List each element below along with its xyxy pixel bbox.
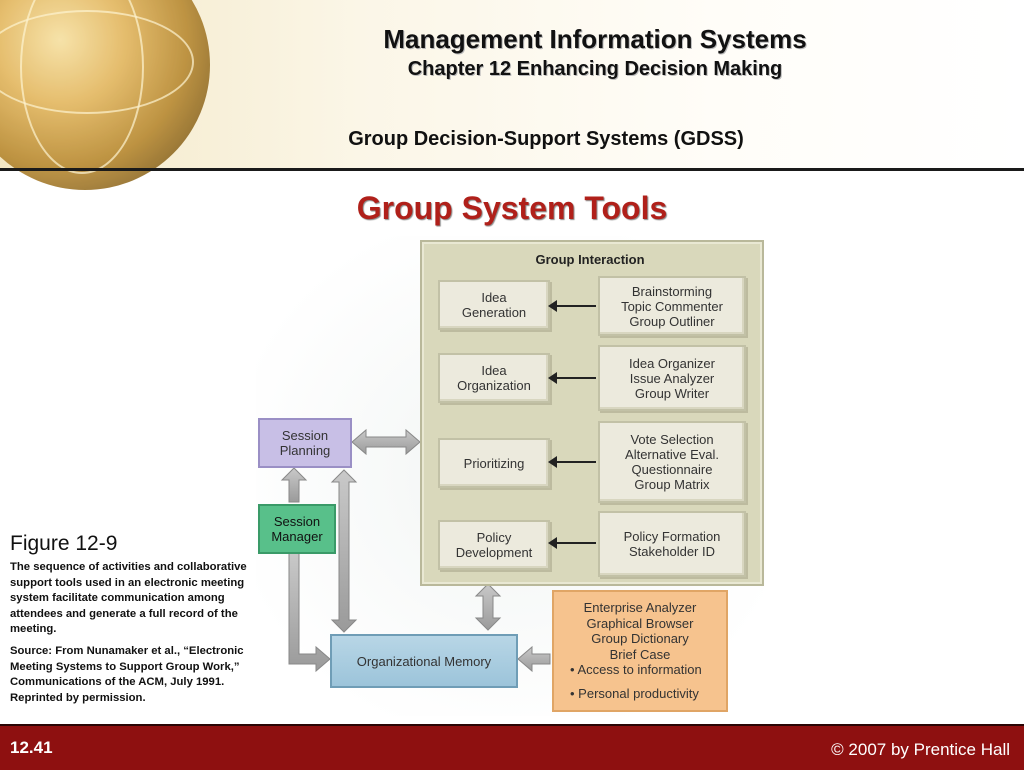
memory-bullet: • Personal productivity	[570, 685, 699, 701]
course-title: Management Information Systems	[383, 24, 807, 54]
tools-idea-generation: Brainstorming Topic Commenter Group Outl…	[598, 276, 746, 336]
slide-number: 12.41	[10, 738, 53, 757]
arrow-tools-memory	[517, 645, 551, 673]
memory-tool: Group Dictionary	[591, 631, 689, 646]
memory-bullet: • Access to information	[570, 662, 702, 677]
arrow-tools-to-prioritizing	[548, 456, 596, 468]
memory-tool: Graphical Browser	[586, 615, 694, 631]
arrow-tools-to-policy-development	[548, 537, 596, 549]
slide-title: Group System Tools	[356, 190, 668, 226]
session-planning-box: Session Planning	[258, 418, 352, 468]
elbow-arrow-manager-memory	[288, 551, 331, 673]
stage-idea-organization: Idea Organization	[438, 353, 550, 403]
arrow-tools-to-idea-generation	[548, 300, 596, 312]
arrow-tools-to-idea-organization	[548, 372, 596, 384]
section-title: Group Decision-Support Systems (GDSS)	[348, 128, 744, 150]
header-divider	[0, 168, 1024, 171]
session-manager-box: Session Manager	[258, 504, 336, 554]
tools-prioritizing: Vote Selection Alternative Eval. Questio…	[598, 421, 746, 503]
tools-policy-development: Policy Formation Stakeholder ID	[598, 511, 746, 577]
double-arrow-interaction-memory	[474, 583, 502, 631]
tools-idea-organization: Idea Organizer Issue Analyzer Group Writ…	[598, 345, 746, 411]
stage-idea-generation: Idea Generation	[438, 280, 550, 330]
memory-tool: Brief Case	[609, 646, 671, 662]
stage-prioritizing: Prioritizing	[438, 438, 550, 488]
double-arrow-planning-interaction	[351, 428, 421, 456]
group-interaction-title: Group Interaction	[535, 252, 645, 267]
double-arrow-planning-memory	[330, 469, 358, 633]
stage-policy-development: Policy Development	[438, 520, 550, 570]
organizational-memory-box: Organizational Memory	[330, 634, 518, 688]
copyright-notice: © 2007 by Prentice Hall	[831, 740, 1010, 759]
chapter-title: Chapter 12 Enhancing Decision Making	[407, 58, 783, 80]
slide-footer	[0, 724, 1024, 770]
memory-tools-box: Enterprise Analyzer Graphical Browser Gr…	[552, 590, 728, 712]
figure-caption: The sequence of activities and collabora…	[10, 561, 247, 636]
figure-heading: Figure 12-9	[10, 532, 118, 555]
figure-source: Source: From Nunamaker et al., “Electron…	[10, 645, 244, 704]
memory-tool: Enterprise Analyzer	[583, 600, 697, 615]
up-arrow-manager-planning	[280, 467, 308, 503]
